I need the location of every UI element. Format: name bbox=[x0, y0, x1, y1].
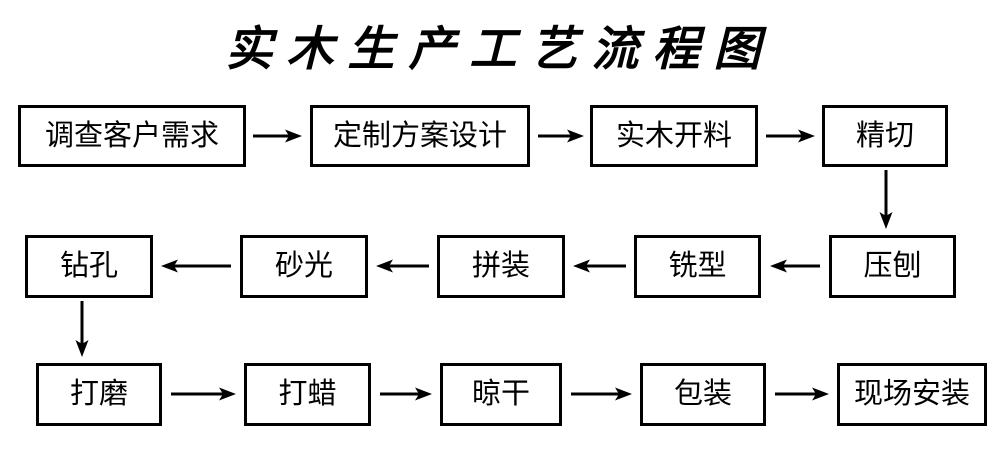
arrow-right-icon bbox=[538, 129, 584, 143]
flow-step-label: 砂光 bbox=[274, 250, 333, 282]
flow-step-label: 钻孔 bbox=[59, 250, 118, 282]
flow-step-label: 压刨 bbox=[863, 250, 922, 282]
flow-step-custom-plan-design: 定制方案设计 bbox=[310, 105, 530, 167]
flow-step-label: 铣型 bbox=[668, 250, 727, 282]
flow-step-drilling: 钻孔 bbox=[25, 235, 153, 298]
flow-step-solid-wood-cutting: 实木开料 bbox=[590, 105, 758, 167]
flow-step-label: 打蜡 bbox=[278, 378, 337, 410]
flow-step-packaging: 包装 bbox=[640, 363, 766, 426]
flow-step-label: 精切 bbox=[855, 119, 914, 152]
arrow-right-icon bbox=[253, 129, 302, 143]
arrow-right-icon bbox=[775, 387, 829, 401]
flow-step-label: 定制方案设计 bbox=[332, 119, 507, 152]
flow-step-label: 打磨 bbox=[69, 378, 128, 410]
arrow-down-icon bbox=[879, 170, 893, 229]
flowchart-title: 实木生产工艺流程图 bbox=[225, 24, 775, 76]
flow-step-assembly: 拼装 bbox=[437, 235, 565, 298]
flow-step-polishing: 打磨 bbox=[36, 363, 162, 426]
arrow-left-icon bbox=[376, 259, 429, 273]
arrow-down-icon bbox=[75, 301, 89, 357]
flow-step-planing: 压刨 bbox=[829, 235, 956, 298]
arrow-right-icon bbox=[766, 129, 815, 143]
arrow-right-icon bbox=[171, 387, 236, 401]
arrow-left-icon bbox=[770, 259, 820, 273]
flow-step-sanding: 砂光 bbox=[240, 235, 368, 298]
flow-step-label: 晾干 bbox=[471, 378, 530, 410]
flow-step-milling: 铣型 bbox=[634, 235, 761, 298]
flow-step-label: 现场安装 bbox=[853, 378, 970, 410]
arrow-right-icon bbox=[571, 387, 632, 401]
flow-step-waxing: 打蜡 bbox=[244, 363, 371, 426]
arrow-right-icon bbox=[380, 387, 432, 401]
arrow-left-icon bbox=[161, 259, 231, 273]
flow-step-label: 拼装 bbox=[471, 250, 530, 282]
flow-step-label: 包装 bbox=[673, 378, 732, 410]
arrow-left-icon bbox=[573, 259, 626, 273]
flow-step-precision-cutting: 精切 bbox=[822, 105, 948, 167]
flow-step-onsite-installation: 现场安装 bbox=[837, 363, 987, 426]
flow-step-air-drying: 晾干 bbox=[440, 363, 562, 426]
flow-step-survey-customer-needs: 调查客户需求 bbox=[18, 105, 246, 167]
flow-step-label: 实木开料 bbox=[615, 119, 732, 152]
flow-step-label: 调查客户需求 bbox=[44, 119, 219, 152]
